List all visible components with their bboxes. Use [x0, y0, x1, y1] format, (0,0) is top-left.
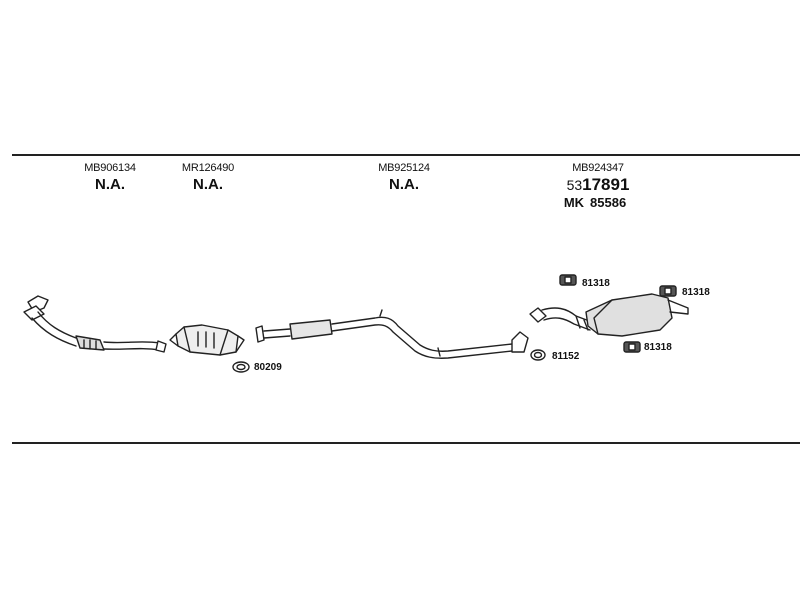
- gasket-rear-shape: [530, 349, 546, 361]
- reference-main: 17891: [582, 175, 630, 194]
- part-number-front-pipe: MB906134: [84, 162, 136, 174]
- callout-gasket-cat: 80209: [254, 362, 282, 373]
- mk-reference: MK 85586: [564, 195, 632, 210]
- status-catalyst: N.A.: [193, 176, 223, 193]
- mk-label: MK: [563, 195, 585, 210]
- bottom-divider: [12, 442, 800, 444]
- gasket-cat-shape: [232, 361, 250, 373]
- callout-hanger-right: 81318: [682, 287, 710, 298]
- middle-pipe-part: [255, 309, 529, 359]
- hanger-bottom-shape: [623, 341, 641, 353]
- front-pipe-part: [23, 295, 167, 353]
- callout-hanger-bottom: 81318: [644, 342, 672, 353]
- part-number-catalyst: MR126490: [181, 162, 235, 174]
- part-number-rear-muffler: MB924347: [572, 162, 624, 174]
- top-divider: [12, 154, 800, 156]
- hanger-right-shape: [659, 285, 677, 297]
- callout-gasket-rear: 81152: [552, 351, 580, 362]
- mk-number: 85586: [590, 195, 627, 210]
- status-middle-pipe: N.A.: [389, 176, 419, 193]
- hanger-top-shape: [559, 274, 577, 286]
- part-number-middle-pipe: MB925124: [378, 162, 430, 174]
- reference-prefix: 53: [566, 177, 583, 193]
- reference-number: 5317891: [567, 175, 630, 195]
- status-front-pipe: N.A.: [95, 176, 125, 193]
- callout-hanger-top: 81318: [582, 278, 610, 289]
- rear-muffler-part: [529, 293, 689, 337]
- catalyst-part: [169, 324, 245, 356]
